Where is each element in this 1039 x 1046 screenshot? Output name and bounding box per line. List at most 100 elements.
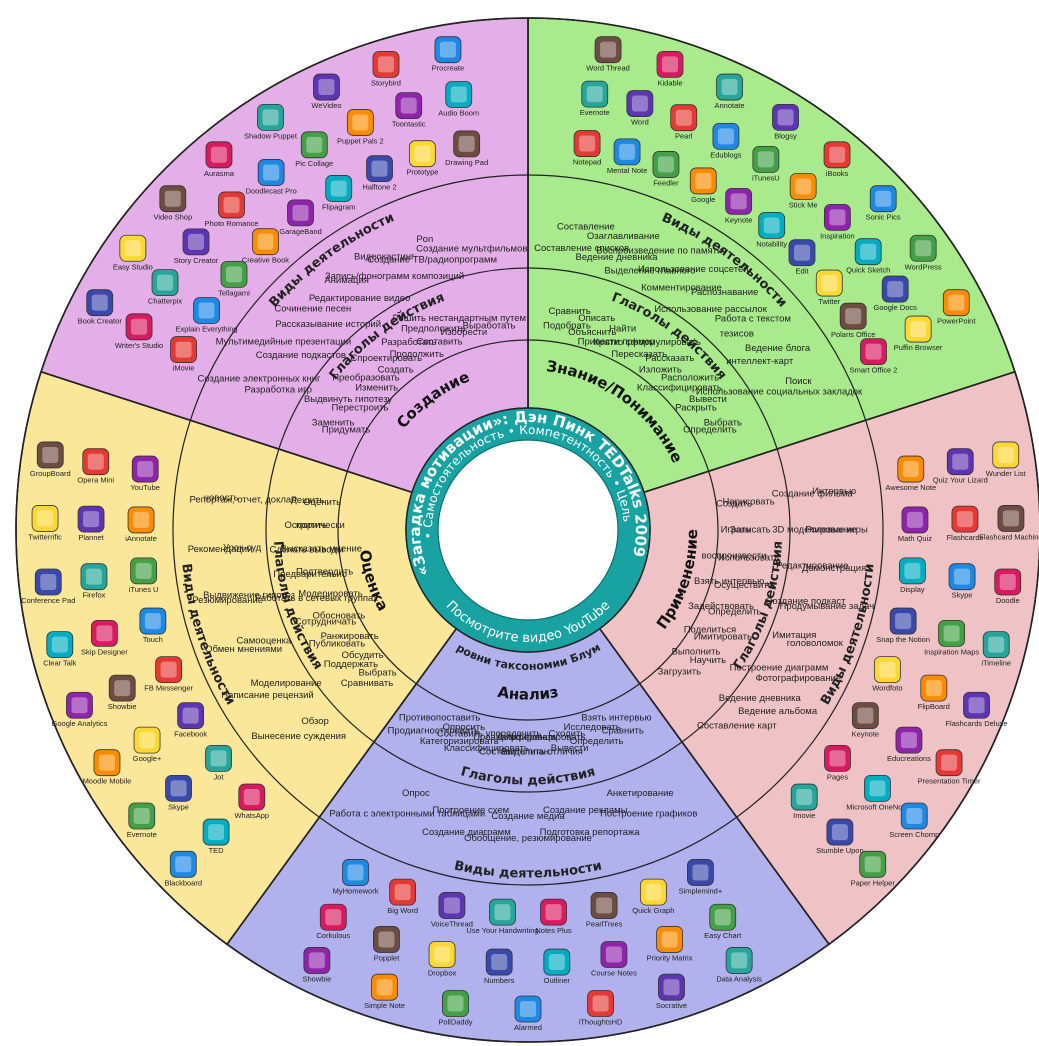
app-icon[interactable]: Touch <box>139 607 167 644</box>
app-icon[interactable]: Story Creator <box>174 228 219 265</box>
app-icon[interactable]: Kidable <box>656 50 684 87</box>
app-icon[interactable]: Pic Collage <box>295 131 333 168</box>
app-icon[interactable]: Skip Designer <box>81 619 128 656</box>
app-icon[interactable]: Dropbox <box>428 941 457 977</box>
app-icon[interactable]: Educreations <box>887 726 931 763</box>
app-icon[interactable]: Imovie <box>790 783 818 820</box>
app-icon[interactable]: Quick Graph <box>632 878 674 915</box>
app-icon[interactable]: Creative Book <box>242 228 289 265</box>
app-icon[interactable]: Tellagami <box>218 260 250 297</box>
app-icon[interactable]: Edit <box>788 239 816 276</box>
app-icon[interactable]: Word <box>626 90 654 127</box>
app-icon[interactable]: Shadow Puppet <box>244 103 298 140</box>
app-icon[interactable]: Aurasma <box>204 141 235 178</box>
app-icon[interactable]: Presentation Timer <box>918 749 981 786</box>
app-icon[interactable]: Snap the Notion <box>876 607 930 644</box>
app-icon[interactable]: Showbie <box>108 674 137 711</box>
app-icon[interactable]: Flashcard Machine <box>979 505 1039 541</box>
app-icon[interactable]: Notability <box>756 211 787 248</box>
app-icon[interactable]: Skype <box>165 774 192 811</box>
app-icon[interactable]: Paper Helper <box>851 850 896 887</box>
app-icon[interactable]: Notepad <box>573 130 601 167</box>
app-icon[interactable]: Popplet <box>373 926 400 962</box>
app-icon[interactable]: Blogsy <box>772 103 799 140</box>
app-icon[interactable]: Clear Talk <box>43 631 77 668</box>
app-icon[interactable]: YouTube <box>130 455 160 492</box>
app-icon[interactable]: Jot <box>205 744 232 781</box>
app-icon[interactable]: WordPress <box>905 234 942 271</box>
app-icon[interactable]: Smart Office 2 <box>850 338 898 375</box>
app-icon[interactable]: Quick Sketch <box>846 238 890 275</box>
app-icon[interactable]: Corkulous <box>316 903 350 940</box>
app-icon[interactable]: Procreate <box>432 36 465 73</box>
app-icon[interactable]: Numbers <box>484 948 515 985</box>
app-icon[interactable]: Prototype <box>406 140 438 177</box>
app-icon[interactable]: iTunes U <box>129 557 159 594</box>
app-icon[interactable]: Photo Romance <box>205 191 259 228</box>
app-icon[interactable]: Math Quiz <box>898 506 932 543</box>
app-icon[interactable]: Google <box>689 167 717 204</box>
app-icon[interactable]: iTimeline <box>981 631 1011 668</box>
app-icon[interactable]: Data Analysis <box>716 947 762 983</box>
app-icon[interactable]: Word Thread <box>586 36 630 73</box>
app-icon[interactable]: MyHomework <box>333 859 379 895</box>
app-icon[interactable]: Keynote <box>725 187 753 224</box>
app-icon[interactable]: Priority Matrix <box>647 926 693 962</box>
app-icon[interactable]: Wunder List <box>986 441 1027 478</box>
app-icon[interactable]: Awesome Note <box>885 455 936 492</box>
app-icon[interactable]: iThoughtsHD <box>579 990 623 1027</box>
app-icon[interactable]: Flashcards Deluxe <box>945 691 1008 728</box>
app-icon[interactable]: Chatterpix <box>148 269 182 306</box>
app-icon[interactable]: Polaris Office <box>831 302 875 339</box>
app-icon[interactable]: Pages <box>824 744 851 781</box>
app-icon[interactable]: Twitter <box>815 269 843 306</box>
app-icon[interactable]: Facebook <box>174 702 207 739</box>
app-icon[interactable]: Big Word <box>387 878 418 915</box>
app-icon[interactable]: Simplemind+ <box>679 859 723 895</box>
app-icon[interactable]: Annotate <box>715 73 745 110</box>
app-icon[interactable]: Feedler <box>652 151 680 187</box>
app-icon[interactable]: Halftone 2 <box>362 155 397 192</box>
app-icon[interactable]: Writer's Studio <box>115 313 163 350</box>
app-icon[interactable]: Toontastic <box>392 92 426 129</box>
app-icon[interactable]: Mental Note <box>607 138 647 175</box>
app-icon[interactable]: Blackboard <box>164 850 202 887</box>
app-icon[interactable]: Outliner <box>543 948 571 985</box>
app-icon[interactable]: Twitterrific <box>28 505 62 541</box>
app-icon[interactable]: Skype <box>948 563 976 600</box>
app-icon[interactable]: Puppet Pals 2 <box>337 109 384 145</box>
app-icon[interactable]: Course Notes <box>591 941 637 977</box>
app-icon[interactable]: Stick Me <box>789 173 818 210</box>
app-icon[interactable]: Puffin Browser <box>894 315 943 352</box>
app-icon[interactable]: PearlTrees <box>586 892 623 928</box>
app-icon[interactable]: Google+ <box>133 726 162 763</box>
app-icon[interactable]: FB Messenger <box>144 656 194 693</box>
app-icon[interactable]: Doodle <box>994 568 1022 605</box>
app-icon[interactable]: Edublogs <box>710 122 742 159</box>
app-icon[interactable]: Flashcards <box>947 505 984 542</box>
app-icon[interactable]: Inspiration <box>820 203 855 240</box>
app-icon[interactable]: Wordfoto <box>872 656 903 693</box>
app-icon[interactable]: GroupBoard <box>30 441 71 478</box>
app-icon[interactable]: Display <box>898 557 926 594</box>
app-icon[interactable]: FlipBoard <box>918 674 950 711</box>
app-icon[interactable]: Audio Boom <box>438 81 479 118</box>
app-icon[interactable]: VoiceThread <box>431 892 473 928</box>
app-icon[interactable]: iMovie <box>170 336 197 373</box>
app-icon[interactable]: WeVideo <box>311 73 342 110</box>
app-icon[interactable]: Doodlecast Pro <box>245 159 297 195</box>
app-icon[interactable]: Conference Pad <box>21 568 75 605</box>
app-icon[interactable]: Quiz Your Lizard <box>933 448 988 485</box>
app-icon[interactable]: PollDaddy <box>438 990 473 1027</box>
app-icon[interactable]: Google Analytics <box>52 691 108 728</box>
app-icon[interactable]: Opera Mini <box>77 448 114 485</box>
app-icon[interactable]: PowerPoint <box>937 289 976 326</box>
app-icon[interactable]: Evernote <box>127 802 157 839</box>
app-icon[interactable]: Explain Everything <box>175 297 238 333</box>
app-icon[interactable]: Easy Studio <box>113 234 153 271</box>
app-icon[interactable]: Video Shop <box>153 185 192 222</box>
app-icon[interactable]: Keynote <box>852 702 880 739</box>
app-icon[interactable]: TED <box>202 818 230 855</box>
app-icon[interactable]: Use Your Handwriting <box>466 898 539 935</box>
app-icon[interactable]: Flipagram <box>322 175 355 211</box>
